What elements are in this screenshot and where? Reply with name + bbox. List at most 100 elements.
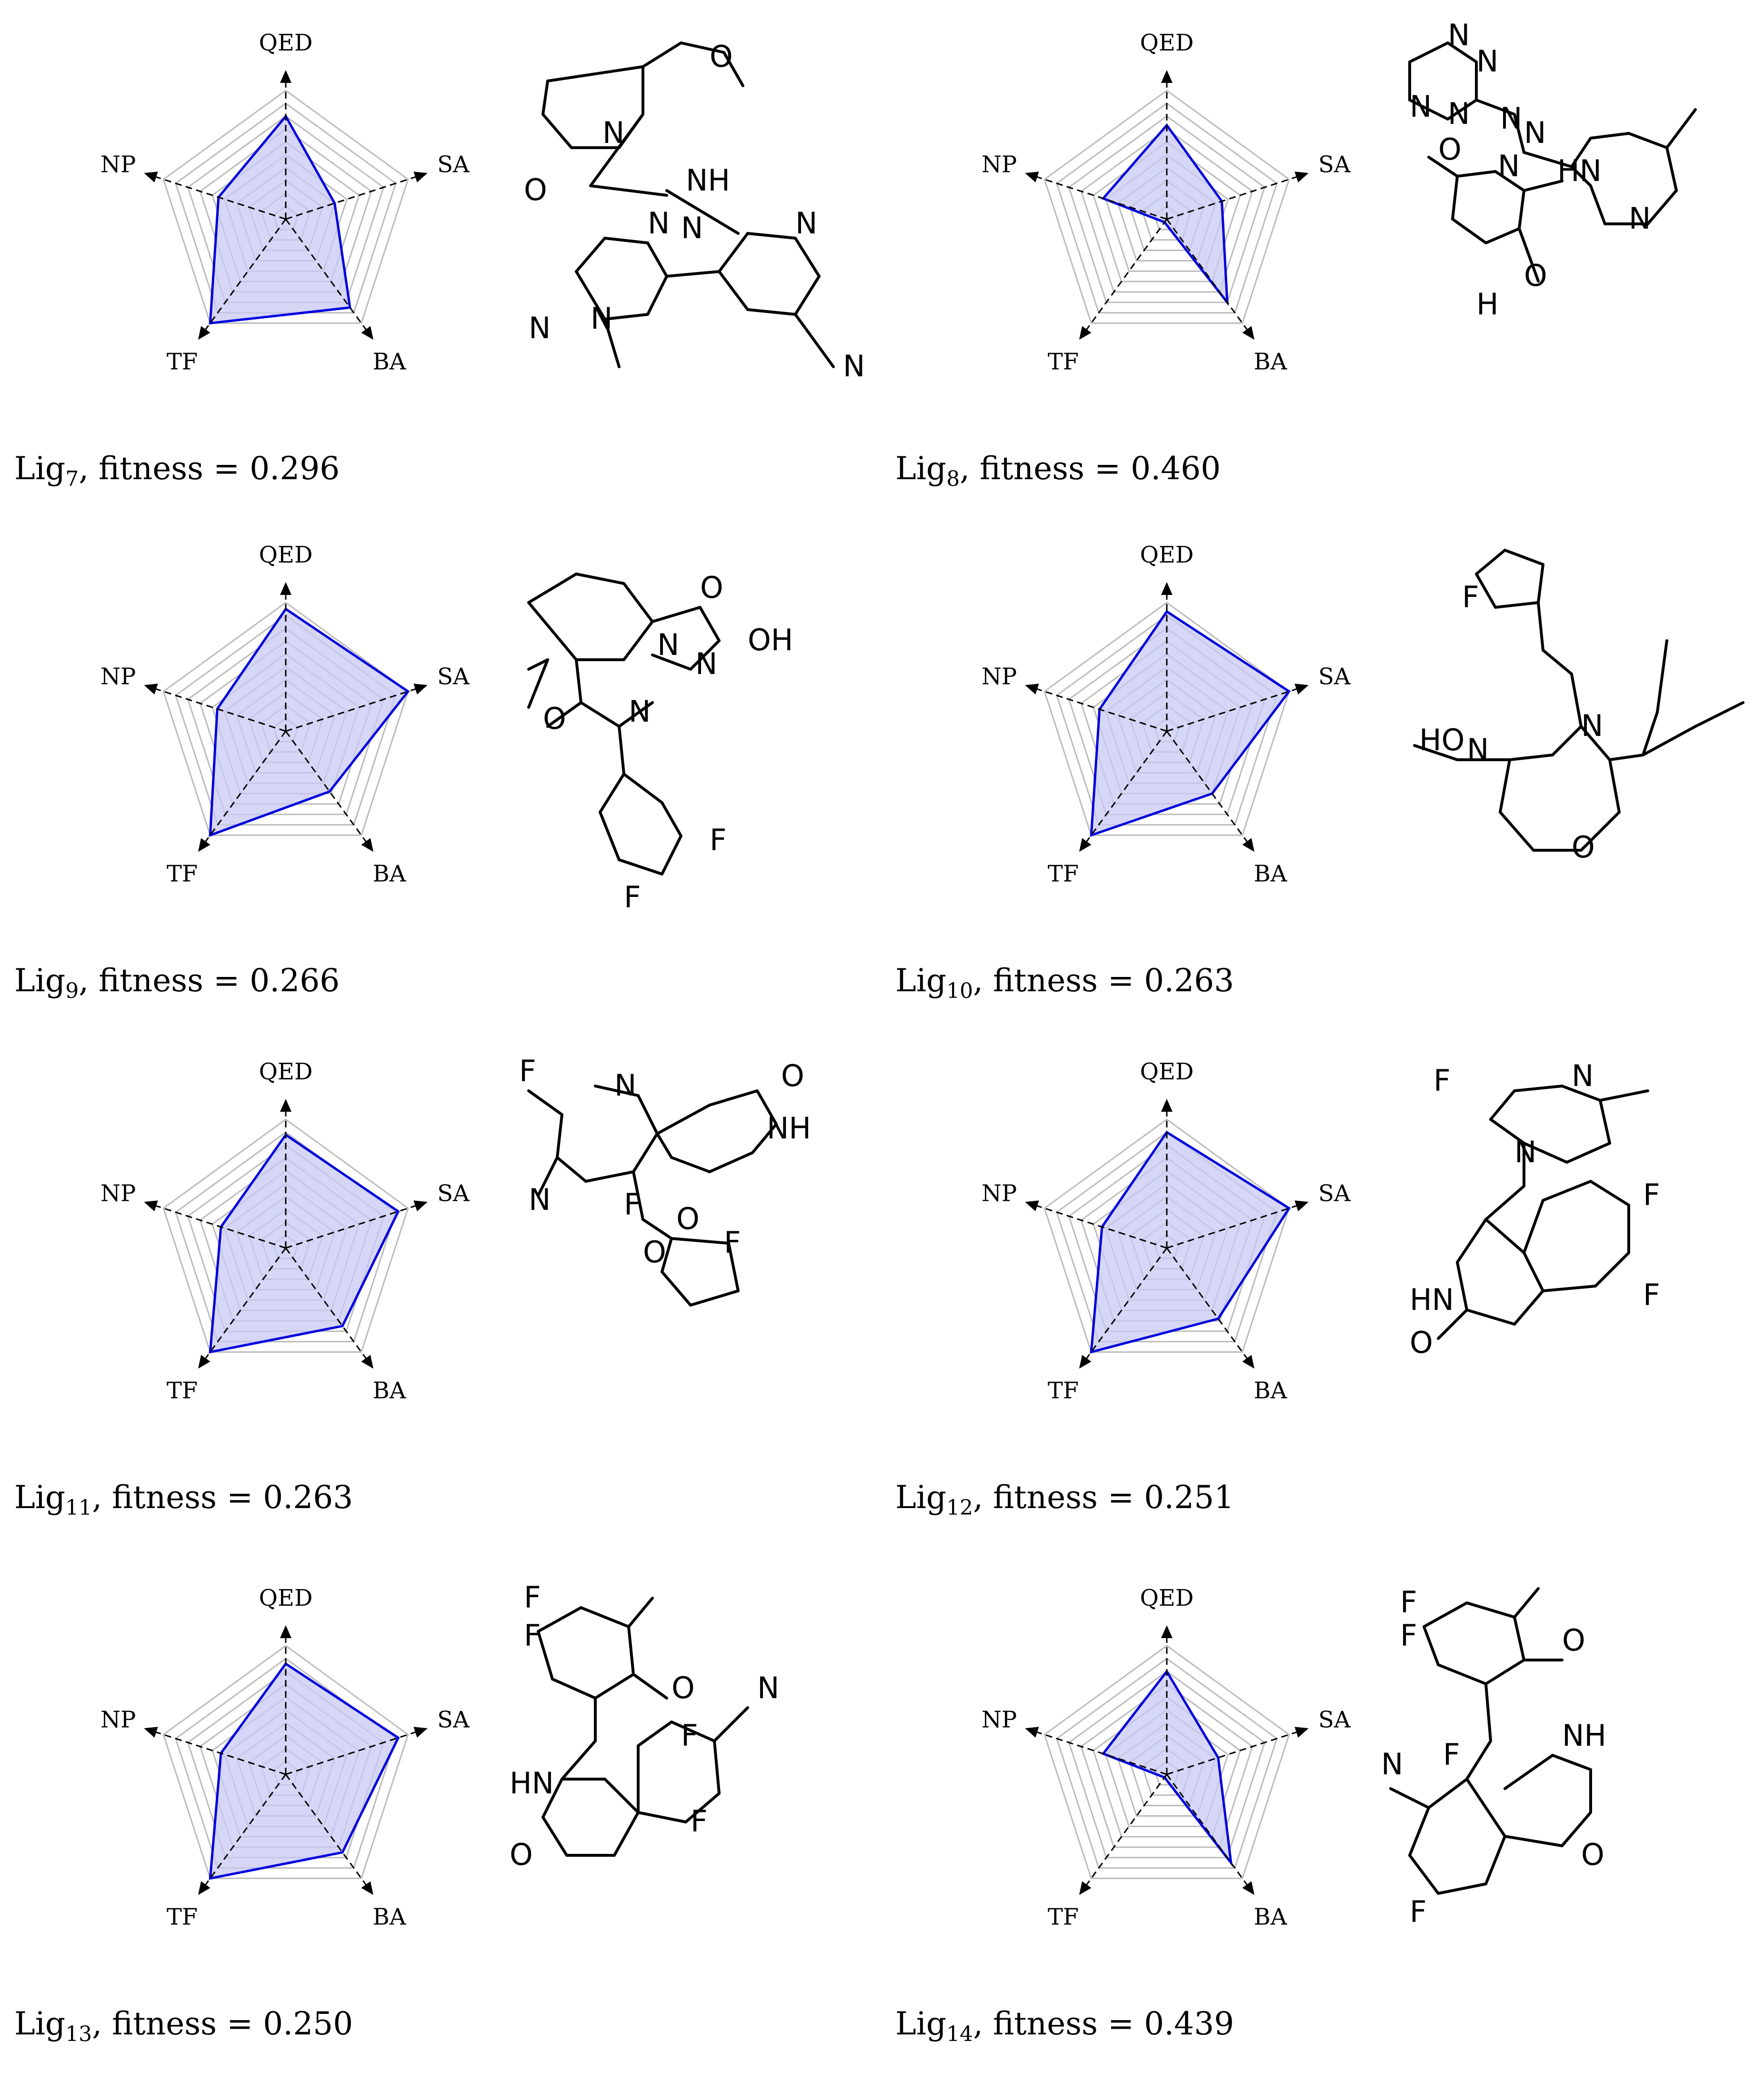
molecule-bond: [632, 1132, 659, 1173]
molecule-bond: [541, 113, 573, 149]
radar-axis-label: BA: [1254, 860, 1288, 887]
ligand-caption: Lig14, fitness = 0.439: [895, 2005, 1234, 2046]
molecule-bond: [603, 313, 649, 321]
atom-label: N: [1448, 18, 1470, 52]
radar-axis-spoke: [144, 1200, 286, 1249]
atom-label: O: [781, 1058, 804, 1093]
atom-label: HO: [1419, 723, 1464, 757]
ligand-name: Lig: [14, 1479, 66, 1516]
radar-axis-spoke: [1079, 731, 1168, 852]
radar-axis-spoke: [1166, 171, 1309, 220]
molecule-bond: [1451, 218, 1487, 244]
radar-axis-label: BA: [1254, 1377, 1288, 1404]
molecule-bond: [575, 237, 606, 273]
atom-label: N: [1448, 96, 1470, 131]
molecule-bond: [1475, 549, 1506, 575]
molecule-bond: [1475, 99, 1516, 116]
atom-label: HN: [1557, 153, 1602, 188]
radar-axis-label: QED: [259, 30, 313, 56]
molecule-bond: [1408, 99, 1449, 121]
molecule-bond: [1475, 573, 1497, 609]
ligand-name: Lig: [14, 962, 66, 999]
molecule-bond: [537, 1630, 554, 1681]
molecule-bond: [746, 308, 797, 316]
molecule-bond: [1627, 132, 1668, 149]
molecule-bond: [1513, 1587, 1540, 1619]
molecule-bond: [1551, 1754, 1592, 1771]
atom-label: N: [529, 1182, 551, 1217]
atom-label: O: [510, 1837, 533, 1872]
atom-label: N: [695, 646, 717, 681]
atom-label: O: [1572, 830, 1595, 865]
fitness-value: 0.296: [250, 450, 340, 487]
radar-axis-label: BA: [1254, 348, 1288, 375]
molecule-bond: [641, 41, 682, 68]
fitness-value: 0.251: [1144, 1479, 1234, 1516]
molecule-bond: [575, 658, 582, 704]
radar-axis-spoke: [1166, 1200, 1309, 1249]
molecule-bond: [1608, 754, 1644, 761]
radar-axis-spoke: [285, 171, 428, 220]
molecule-bond: [1408, 1806, 1430, 1857]
molecule-bond: [727, 1242, 740, 1292]
radar-axis-label: TF: [167, 348, 198, 375]
radar-grid-ring: [1068, 1670, 1266, 1859]
molecule-bond: [1513, 1085, 1564, 1092]
molecule-bond: [527, 658, 549, 671]
molecule-bond: [1646, 189, 1678, 225]
radar-grid-ring: [1056, 102, 1278, 314]
molecule-bond: [718, 270, 749, 311]
radar-axis-label: QED: [1140, 1585, 1194, 1611]
atom-label: O: [710, 39, 733, 74]
molecule-bond: [613, 1811, 640, 1857]
atom-label: NH: [767, 1111, 811, 1146]
molecule-bond: [599, 811, 621, 861]
radar-axis-spoke: [198, 731, 287, 852]
molecule-bond: [713, 1706, 749, 1742]
radar-axis-spoke: [285, 1774, 373, 1895]
radar-grid-ring: [162, 90, 409, 324]
radar-grid-ring: [1043, 1118, 1290, 1353]
molecule-bond: [1589, 132, 1630, 140]
fitness-value: 0.250: [263, 2005, 353, 2042]
atom-label: N: [757, 1670, 779, 1705]
atom-label: O: [1524, 258, 1547, 293]
atom-label: HN: [1410, 1282, 1454, 1317]
radar-axis-spoke: [1166, 684, 1309, 732]
molecule-bond: [1427, 1778, 1468, 1809]
molecule-bond: [1437, 1663, 1487, 1685]
radar-axis-label: QED: [1140, 30, 1194, 56]
atom-label: N: [1514, 1135, 1536, 1169]
radar-axis-label: NP: [982, 1707, 1017, 1733]
ligand-name: Lig: [895, 1479, 947, 1516]
atom-label: N: [843, 349, 865, 383]
molecule-bond: [556, 1113, 563, 1159]
radar-axis-spoke: [198, 1248, 287, 1369]
fitness-value: 0.263: [263, 1479, 353, 1516]
molecule-bond: [1484, 1185, 1525, 1221]
molecule-bond: [794, 275, 821, 316]
radar-axis-spoke: [1025, 171, 1167, 220]
molecule-bond: [1489, 1118, 1525, 1145]
radar-axis-label: SA: [437, 664, 470, 690]
molecule-bond: [546, 65, 644, 82]
molecule-bond: [1423, 1625, 1440, 1666]
molecule-bond: [1484, 1659, 1525, 1685]
fitness-label: , fitness =: [79, 450, 250, 487]
atom-label: NH: [1562, 1718, 1606, 1753]
molecule-bond: [1589, 184, 1606, 225]
radar-series-polygon: [1101, 1669, 1233, 1867]
radar-grid-ring: [1056, 1658, 1278, 1869]
radar-series-polygon: [209, 114, 351, 325]
molecule-bond: [1642, 725, 1697, 756]
molecule-bond: [622, 620, 654, 661]
molecule-bond: [1456, 1218, 1487, 1264]
radar-axis-label: SA: [1318, 664, 1351, 690]
radar-axis-spoke: [1025, 684, 1167, 732]
molecule-bond: [637, 1094, 659, 1135]
